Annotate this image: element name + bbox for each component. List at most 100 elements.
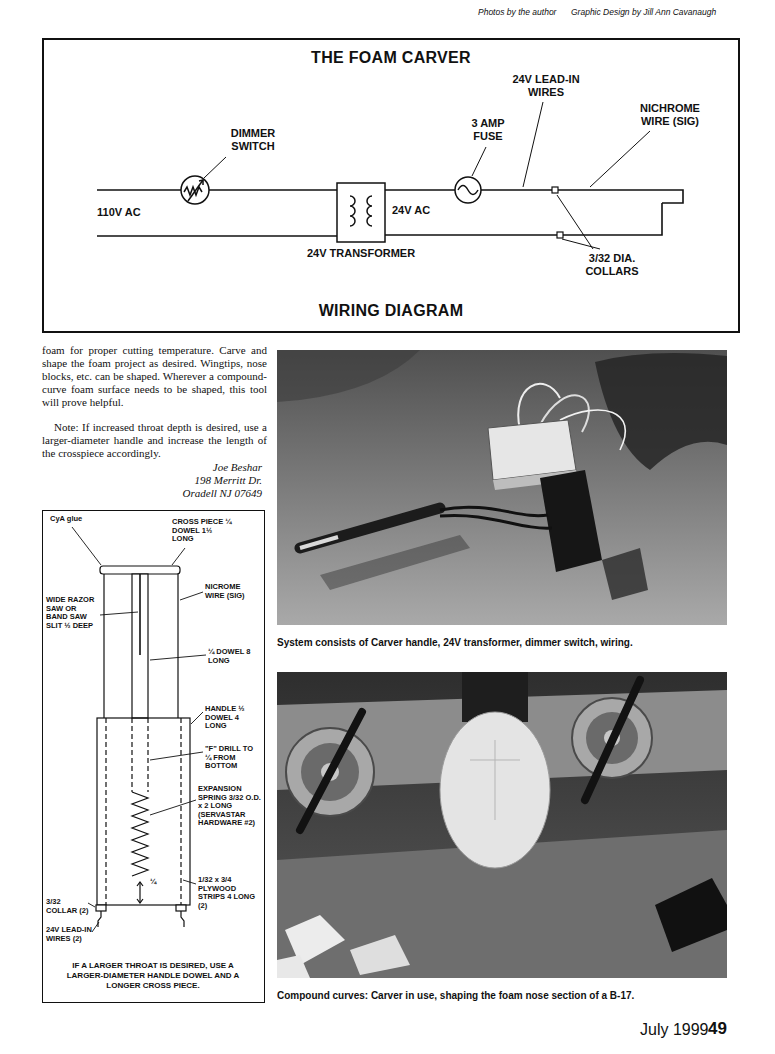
system-photo (277, 350, 727, 625)
leader-line (183, 880, 196, 884)
circuit-wire (385, 189, 455, 191)
carver-handle-drawing (180, 718, 181, 905)
transformer-symbol (337, 183, 385, 242)
transformer-symbol (337, 183, 385, 242)
callout: EXPANSION SPRING 3/32 O.D. x 2 LONG (SER… (198, 785, 262, 828)
system-photo (300, 508, 440, 548)
system-photo (595, 353, 727, 470)
leader-line (204, 102, 650, 249)
leader-line (100, 612, 138, 615)
dimension: ¼ (150, 878, 164, 887)
callout: NICROME WIRE (SIG) (205, 583, 257, 600)
carver-handle-drawing (100, 566, 180, 574)
leader-line (191, 712, 203, 724)
wire-collar (557, 232, 563, 238)
transformer-symbol (367, 196, 372, 226)
callout: 3/32 COLLAR (2) (46, 898, 92, 915)
author-address: Oradell NJ 07649 (100, 487, 262, 500)
b17-photo (585, 680, 640, 800)
carver-handle-drawing (131, 718, 132, 792)
callout: ¼ DOWEL 8 LONG (208, 648, 254, 665)
fuse-symbol (455, 177, 481, 203)
callout: 1/32 x 3/4 PLYWOOD STRIPS 4 LONG (2) (198, 876, 262, 910)
system-photo (300, 537, 338, 548)
circuit-wire (97, 235, 337, 237)
dimmer-switch-symbol (188, 180, 203, 201)
leader-line (88, 903, 95, 907)
leader-line (150, 752, 203, 760)
b17-photo (470, 740, 520, 820)
transformer-symbol (350, 196, 355, 226)
carver-handle-drawing (98, 911, 101, 927)
carver-handle-drawing (177, 574, 178, 718)
carver-handle-drawing (96, 566, 190, 927)
article-note: Note: If increased throat depth is desir… (42, 421, 267, 460)
carver-handle-drawing (103, 574, 104, 718)
leader-line (557, 195, 593, 249)
dimmer-switch-symbol (181, 176, 209, 204)
system-photo (440, 515, 552, 528)
carver-handle-drawing (132, 792, 148, 876)
leader-line (92, 922, 99, 932)
system-photo (277, 350, 727, 625)
carver-handle-drawing (137, 882, 143, 886)
callout: "F" DRILL TO ¼ FROM BOTTOM (205, 745, 257, 771)
part-label: 3/32 DIA. COLLARS (575, 252, 649, 278)
diagram-frame: THE FOAM CARVER WIRING DIAGRAM (42, 38, 740, 333)
author-name: Joe Beshar (100, 461, 262, 474)
article-text: foam for proper cutting temperature. Car… (42, 344, 267, 409)
carver-handle-drawing (139, 574, 141, 655)
carver-handle-drawing (97, 718, 190, 905)
leader-line (180, 592, 203, 600)
leader-line (150, 655, 206, 660)
photo-caption: System consists of Carver handle, 24V tr… (277, 637, 727, 649)
b17-photo (655, 878, 727, 952)
carver-handle-drawing (176, 905, 186, 911)
frame-note: IF A LARGER THROAT IS DESIRED, USE A LAR… (56, 961, 251, 991)
carver-handle-drawing (96, 905, 106, 911)
leader-line (72, 527, 206, 932)
carver-handle-drawing (139, 882, 140, 903)
circuit-wire (481, 190, 683, 203)
dimmer-switch-symbol (181, 176, 209, 204)
carver-handle-drawing (137, 899, 143, 903)
b17-photo (277, 672, 727, 978)
leader-line (562, 239, 600, 249)
carver-handle-drawing (105, 718, 106, 905)
b17-photo (440, 712, 550, 868)
system-photo (540, 470, 602, 572)
leader-line (172, 548, 185, 565)
circuit-wire (209, 189, 337, 191)
wire-collar (552, 187, 558, 193)
voltage-label: 24V AC (392, 204, 452, 217)
leader-line (72, 527, 101, 565)
component-label: DIMMER SWITCH (222, 127, 284, 153)
carver-handle-drawing (147, 718, 148, 792)
b17-photo (277, 672, 727, 978)
leader-line (150, 800, 196, 815)
wire-collar (552, 187, 563, 238)
circuit-wire (97, 189, 181, 191)
system-photo (488, 420, 576, 480)
diagram-subtitle: WIRING DIAGRAM (48, 301, 734, 320)
diagram-title: THE FOAM CARVER (48, 48, 734, 67)
wire-label: NICHROME WIRE (SIG) (628, 102, 712, 128)
fuse-symbol (455, 177, 481, 203)
component-label: 3 AMP FUSE (464, 117, 512, 143)
callout: CROSS PIECE ¼ DOWEL 1½ LONG (172, 518, 232, 544)
callout: 24V LEAD-IN WIRES (2) (46, 926, 96, 943)
author-address: 198 Merritt Dr. (100, 474, 262, 487)
fuse-symbol (458, 186, 478, 195)
circuit-wire (385, 203, 662, 235)
wire-label: 24V LEAD-IN WIRES (500, 73, 592, 99)
callout: WIDE RAZOR SAW OR BAND SAW SLIT ½ DEEP (46, 596, 98, 630)
leader-line (204, 157, 226, 178)
voltage-label: 110V AC (97, 206, 167, 219)
dimmer-switch-symbol (199, 180, 203, 185)
system-photo (320, 535, 470, 590)
carver-handle-drawing (181, 911, 184, 927)
b17-photo (350, 935, 410, 975)
leader-line (590, 131, 650, 187)
